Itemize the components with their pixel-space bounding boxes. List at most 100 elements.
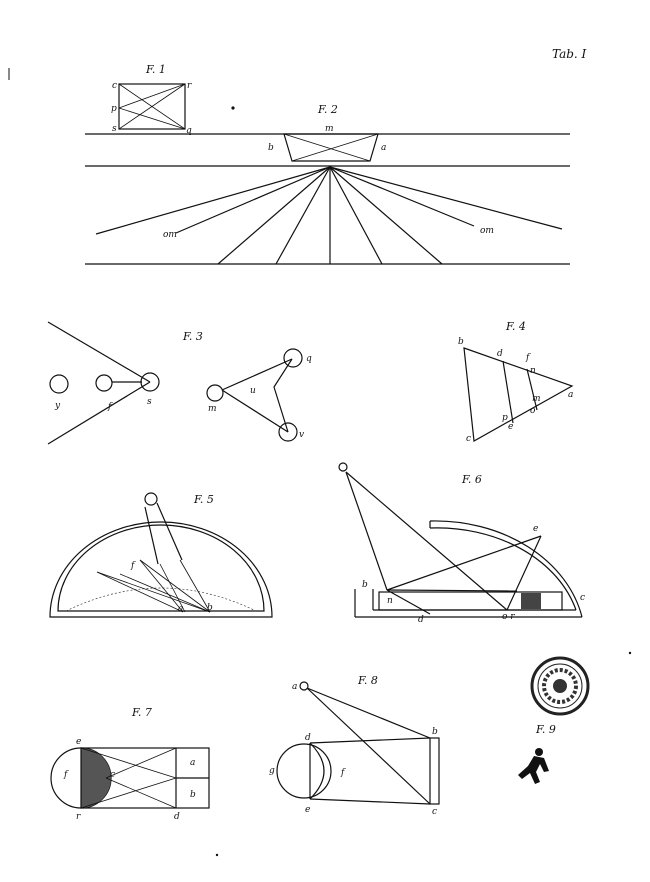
fig5-line: [96, 571, 184, 613]
fig5-outer-arc: [49, 521, 273, 618]
fig6-label: n: [387, 596, 393, 606]
fig5-inner-arc: [57, 524, 265, 612]
fig4-label: n: [530, 366, 536, 376]
fig4: F. 4 b d f n a m p o c e: [458, 320, 574, 444]
fig6-label: e: [533, 524, 538, 534]
fig2-ray: [175, 166, 331, 234]
fig1-label: q: [186, 126, 192, 136]
fig2-label: m: [325, 124, 334, 134]
fig8-screen: [429, 737, 440, 805]
fig6-label: c: [580, 593, 585, 603]
fig3-line: [47, 381, 151, 445]
fig7-label: f: [63, 770, 69, 780]
fig6-ray: [345, 471, 388, 591]
fig8-label: b: [432, 727, 438, 737]
fig3-ball: [283, 348, 303, 368]
fig6-ray: [506, 535, 542, 611]
fig7-label: r: [76, 812, 81, 822]
fig2-ray: [329, 166, 475, 227]
fig8-label: a: [292, 682, 297, 692]
library-stamp-seal: [530, 656, 590, 716]
fig4-label: a: [568, 390, 573, 400]
fig7-line: [105, 777, 177, 809]
fig8-title: F. 8: [357, 674, 378, 687]
fig6-label: d: [418, 615, 424, 625]
fig4-label: c: [466, 434, 471, 444]
fig2-ray: [329, 166, 383, 265]
fig6-shaded-block: [521, 593, 541, 609]
fig8-label: f: [340, 768, 346, 778]
fig8-line: [306, 687, 431, 805]
fig5-ball: [144, 492, 158, 506]
fig1-line: [118, 107, 186, 130]
speck-marks: [8, 68, 632, 857]
fig3-title: F. 3: [182, 330, 203, 343]
fig7-line: [80, 777, 177, 809]
fig8: F. 8 a d b g f e c: [269, 674, 440, 817]
fig5-line: [159, 563, 186, 613]
fig1-diagonal: [118, 83, 186, 130]
fig6-inner-arc: [429, 527, 577, 611]
fig5-label: f: [130, 561, 136, 571]
fig7-title: F. 7: [131, 706, 152, 719]
fig3-ball: [278, 422, 298, 442]
fig4-label: p: [502, 413, 508, 423]
fig3-label: y: [54, 401, 61, 411]
fig8-label: c: [432, 807, 437, 817]
fig8-circle: [276, 743, 332, 799]
fig1-label: c: [112, 81, 117, 91]
fig3-label: f: [107, 402, 113, 412]
fig5-line: [179, 559, 211, 613]
fig8-label: e: [305, 805, 310, 815]
fig4-title: F. 4: [505, 320, 526, 333]
fig7-label: d: [174, 812, 180, 822]
fig3-ball: [95, 374, 113, 392]
fig5-tube-side: [156, 502, 183, 561]
fig3-ball: [49, 374, 69, 394]
fig8-label: d: [305, 733, 311, 743]
fig6-title: F. 6: [461, 473, 482, 486]
fig2-ray: [275, 166, 331, 265]
fig4-label: o: [530, 406, 536, 416]
fig4-label: m: [532, 394, 541, 404]
fig7-label: c: [110, 770, 115, 780]
fig3-ball: [140, 372, 160, 392]
fig1-label: s: [112, 124, 117, 134]
fig7-line: [80, 747, 177, 779]
fig8-curve: [309, 742, 325, 800]
fig8-label: g: [269, 766, 275, 776]
fig5-line: [139, 559, 211, 613]
fig7-label: e: [76, 737, 81, 747]
fig6-source: [338, 462, 348, 472]
fig9: F. 9: [518, 723, 556, 784]
fig4-line: [526, 368, 538, 411]
fig2-title: F. 2: [317, 103, 338, 116]
fig6-ray: [386, 589, 518, 592]
fig2-diagonal: [291, 133, 379, 162]
fig2-ray: [329, 166, 443, 265]
fig5-dotted-arc: [65, 587, 257, 612]
fig5: F. 5 f a b: [49, 492, 273, 618]
fig5-label: b: [207, 603, 213, 613]
fig4-label: f: [525, 353, 531, 363]
fig6-ray: [386, 589, 431, 615]
fig5-line: [119, 573, 211, 613]
fig8-line: [309, 798, 431, 805]
fig5-label: a: [178, 604, 183, 614]
fig2-ray: [329, 166, 563, 230]
fig7: F. 7 e f c r d a b: [50, 706, 210, 822]
fig4-line: [502, 360, 514, 424]
fig8-source: [299, 681, 309, 691]
plate-number: Tab. I: [552, 47, 587, 61]
fig3-label: v: [299, 430, 304, 440]
fig3-label: q: [306, 354, 312, 364]
fig1-rectangle: [118, 83, 186, 130]
fig6-ray: [386, 535, 542, 591]
fig9-title: F. 9: [535, 723, 556, 736]
fig6-tube: [378, 591, 563, 611]
fig1-label: p: [111, 104, 117, 114]
fig1: F. 1 c r p s q: [111, 63, 192, 136]
fig7-line: [105, 747, 177, 779]
fig4-label: b: [458, 337, 464, 347]
